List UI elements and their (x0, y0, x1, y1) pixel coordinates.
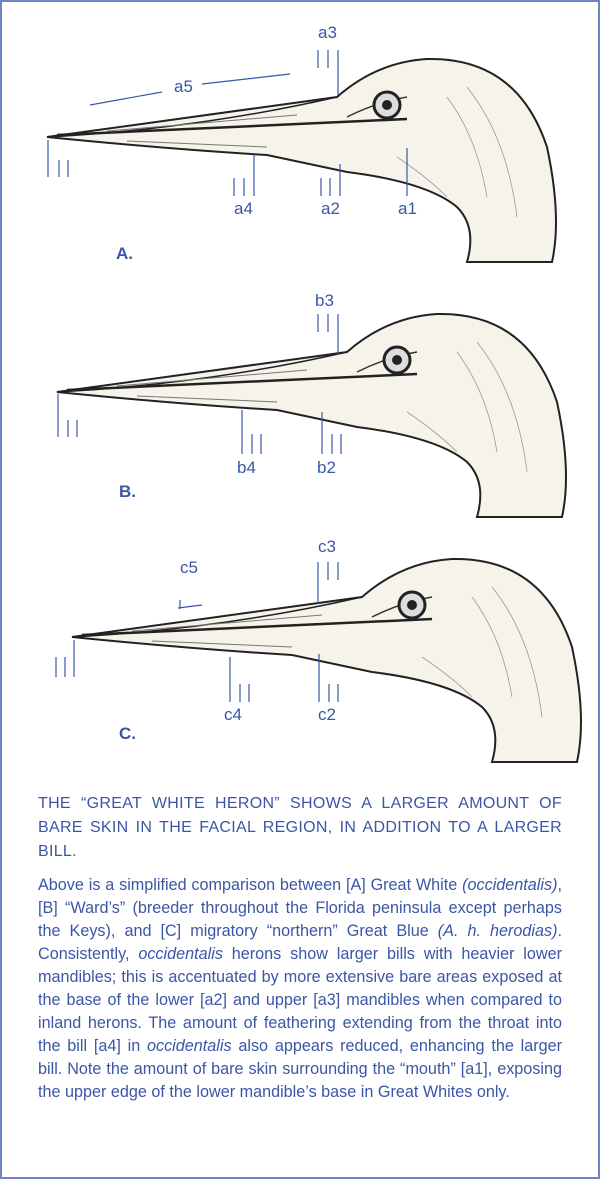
caption-italic-term: occidentalis (146, 1037, 232, 1055)
label-c4: c4 (224, 705, 242, 724)
panel-label-b: B. (119, 482, 136, 501)
label-b3: b3 (315, 291, 334, 310)
caption-headline: THE “GREAT WHITE HERON” SHOWS A LARGER A… (38, 795, 562, 860)
label-b4: b4 (237, 458, 256, 477)
panel-label-c: C. (119, 724, 136, 743)
caption-italic-term: occidentalis (138, 945, 223, 963)
label-a3: a3 (318, 23, 337, 42)
caption: THE “GREAT WHITE HERON” SHOWS A LARGER A… (38, 792, 562, 1104)
caption-text: Above is a simplified comparison between… (38, 876, 463, 894)
label-c5: c5 (180, 558, 198, 577)
caption-italic-term: (occidentalis) (462, 876, 558, 894)
label-c3: c3 (318, 537, 336, 556)
label-c2: c2 (318, 705, 336, 724)
caption-text: , [B] “Ward’s” (breeder throughout the F… (38, 876, 562, 940)
panel-label-a: A. (116, 244, 133, 263)
label-a2: a2 (321, 199, 340, 218)
label-b2: b2 (317, 458, 336, 477)
caption-text: . Consistently, (38, 922, 563, 963)
heron-illustrations (45, 50, 583, 764)
caption-body: Above is a simplified comparison between… (38, 874, 562, 1104)
caption-text: herons show larger bills with heavier lo… (38, 945, 562, 1055)
label-a4: a4 (234, 199, 253, 218)
heron-head-c (70, 557, 583, 764)
label-leader-lines (47, 50, 408, 702)
label-a5: a5 (174, 77, 193, 96)
caption-text: also appears reduced, enhancing the larg… (38, 1037, 562, 1101)
heron-head-a (45, 57, 558, 264)
label-a1: a1 (398, 199, 417, 218)
caption-italic-term: (A. h. herodias) (437, 922, 558, 940)
